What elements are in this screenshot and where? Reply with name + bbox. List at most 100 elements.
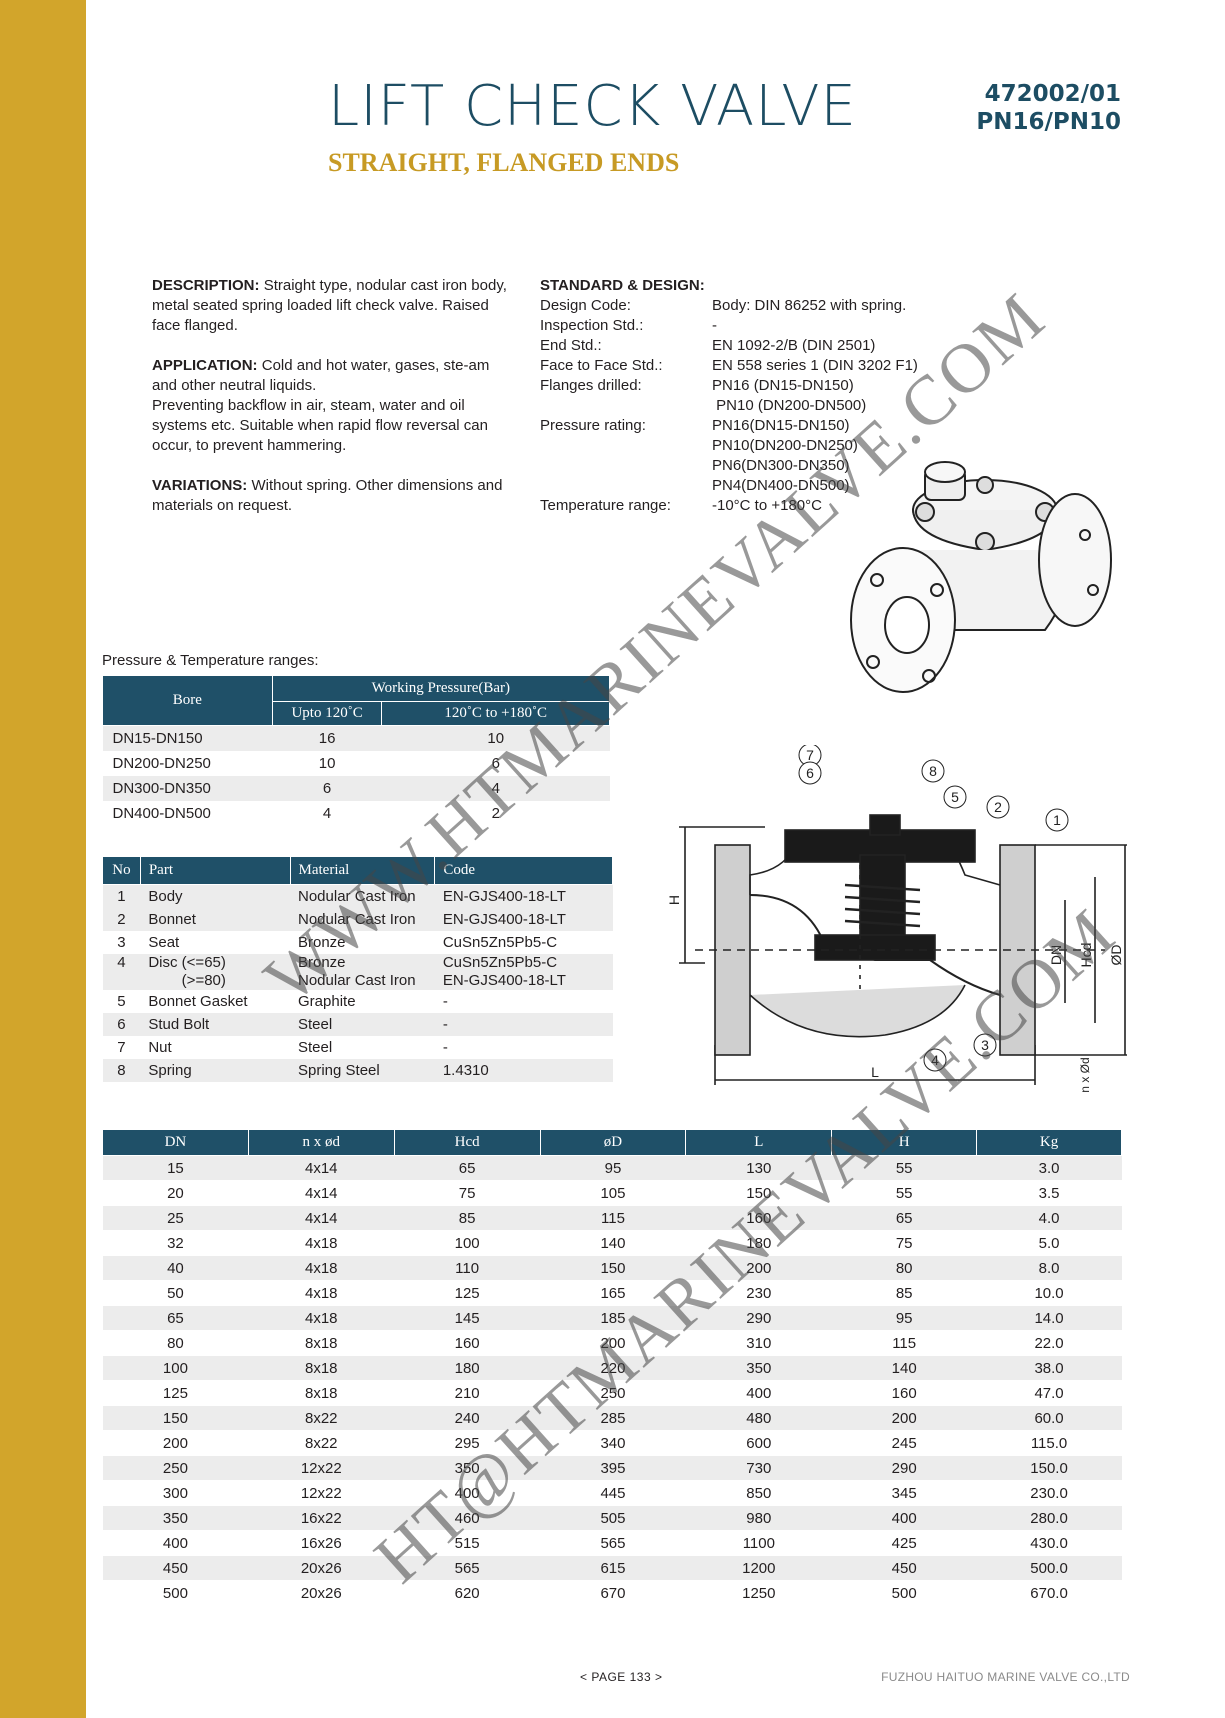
- table-cell: 65: [102, 1305, 249, 1331]
- table-cell: 230.0: [976, 1480, 1122, 1506]
- table-cell: 75: [394, 1180, 541, 1206]
- table-cell: 565: [394, 1555, 541, 1581]
- standard-value: EN 558 series 1 (DIN 3202 F1): [712, 357, 918, 374]
- dim-label-od: ØD: [1108, 945, 1124, 966]
- table-cell: 500: [102, 1580, 249, 1606]
- table-cell: Graphite: [298, 992, 356, 1010]
- callout-1: 1: [1053, 812, 1061, 828]
- table-cell: 310: [685, 1330, 832, 1356]
- header-upto-120: Upto 120˚C: [271, 701, 383, 726]
- standard-row: Flanges drilled:PN16 (DN15-DN150): [540, 376, 952, 396]
- table-cell: 80: [831, 1255, 977, 1281]
- table-cell: 115: [540, 1205, 686, 1231]
- table-cell: CuSn5Zn5Pb5-C: [434, 953, 613, 972]
- product-pressure-class: PN16/PN10: [976, 109, 1121, 135]
- table-cell: Spring Steel: [290, 1058, 435, 1082]
- table-cell: 4: [102, 953, 141, 972]
- table-cell: Steel: [298, 1038, 333, 1056]
- header-code: Code: [434, 856, 613, 885]
- callout-8: 8: [929, 763, 937, 779]
- table-cell: (>=80): [140, 971, 290, 990]
- table-cell: 16: [272, 725, 382, 751]
- table-cell: 12x22: [248, 1480, 395, 1506]
- table-cell: 350: [102, 1505, 249, 1531]
- table-cell: 200: [102, 1430, 249, 1456]
- table-cell: Body: [140, 884, 290, 908]
- table-cell: 295: [394, 1430, 541, 1456]
- page-number: < PAGE 133 >: [580, 1670, 663, 1684]
- dim-label-hcd: Hcd: [1078, 943, 1094, 968]
- table-cell: 200: [685, 1255, 832, 1281]
- valve-photo-illustration: [850, 461, 1112, 693]
- table-cell: 670: [540, 1580, 686, 1606]
- table-cell: Bronze: [298, 933, 346, 951]
- table-cell: 115: [831, 1330, 977, 1356]
- table-cell: 40: [102, 1255, 249, 1281]
- table-cell: Bonnet: [140, 907, 290, 931]
- table-cell: 150: [685, 1180, 832, 1206]
- table-cell: 180: [685, 1230, 832, 1256]
- table-cell: CuSn5Zn5Pb5-C: [442, 933, 558, 951]
- table-cell: DN15-DN150: [102, 725, 273, 751]
- standard-row: PN4(DN400-DN500): [540, 476, 952, 496]
- table-cell: 285: [540, 1405, 686, 1431]
- valve-section-drawing: 7 6 8 5 2 1 3 4 L H DN Hcd ØD n x Ød: [666, 745, 1127, 1093]
- table-cell: 125: [102, 1380, 249, 1406]
- table-cell: 7: [117, 1038, 126, 1056]
- table-cell: 8x18: [248, 1380, 395, 1406]
- table-cell: Spring: [140, 1058, 290, 1082]
- pressure-temperature-table: Bore Working Pressure(Bar) Upto 120˚C 12…: [102, 675, 611, 826]
- callout-2: 2: [994, 799, 1002, 815]
- header-120-180: 120˚C to +180˚C: [381, 701, 610, 726]
- standard-value: PN16 (DN15-DN150): [712, 377, 854, 394]
- table-cell: 3.5: [976, 1180, 1122, 1206]
- table-cell: 400: [685, 1380, 832, 1406]
- standard-heading: STANDARD & DESIGN:: [540, 277, 705, 294]
- table-cell: 160: [394, 1330, 541, 1356]
- table-cell: 105: [540, 1180, 686, 1206]
- table-cell: 22.0: [976, 1330, 1122, 1356]
- product-code-number: 472002/01: [984, 81, 1121, 107]
- table-cell: 20x26: [248, 1580, 395, 1606]
- application-text: Cold and hot water, gases, ste-am and ot…: [152, 357, 490, 394]
- table-cell: Bonnet Gasket: [148, 992, 248, 1010]
- table-cell: 4x14: [248, 1180, 395, 1206]
- standard-value: -10°C to +180°C: [712, 497, 822, 514]
- table-cell: 150: [102, 1405, 249, 1431]
- table-cell: 25: [102, 1205, 249, 1231]
- standard-key: Face to Face Std.:: [540, 357, 663, 374]
- standard-key: [540, 476, 712, 496]
- standard-value: -: [712, 317, 717, 334]
- table-cell: EN-GJS400-18-LT: [434, 884, 613, 908]
- standard-key: [540, 456, 712, 476]
- table-cell: EN-GJS400-18-LT: [434, 907, 613, 931]
- table-cell: DN300-DN350: [102, 775, 273, 801]
- table-cell: 615: [540, 1555, 686, 1581]
- table-cell: 500: [831, 1580, 977, 1606]
- table-cell: 4x18: [248, 1280, 395, 1306]
- table-cell: 3.0: [976, 1155, 1122, 1181]
- table-cell: 290: [831, 1455, 977, 1481]
- table-cell: 450: [102, 1555, 249, 1581]
- header-working-pressure: Working Pressure(Bar): [271, 675, 611, 702]
- callout-3: 3: [981, 1037, 989, 1053]
- table-cell: 4x18: [248, 1305, 395, 1331]
- standard-key: Temperature range:: [540, 497, 671, 514]
- header-od: øD: [539, 1129, 687, 1156]
- table-cell: 340: [540, 1430, 686, 1456]
- table-cell: 6: [272, 775, 382, 801]
- table-cell: 1200: [685, 1555, 832, 1581]
- table-cell: 150: [540, 1255, 686, 1281]
- dim-label-h: H: [666, 895, 682, 905]
